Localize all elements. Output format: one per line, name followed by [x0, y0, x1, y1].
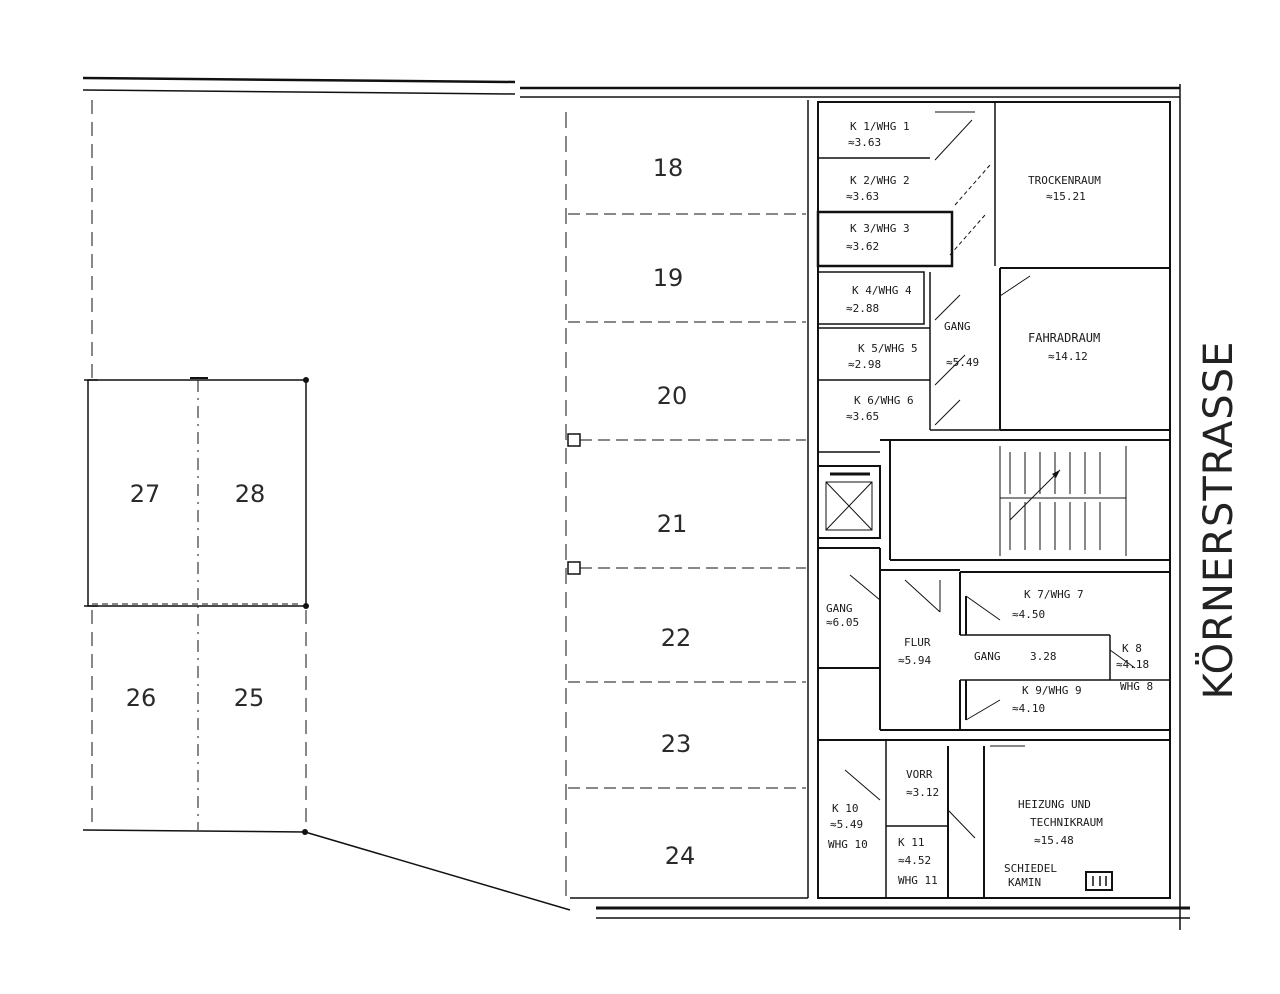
site-boundary [82, 76, 1190, 930]
room-area-gang-upper: ≈5.49 [946, 356, 979, 369]
room-area-gang-middle: 3.28 [1030, 650, 1057, 663]
room-whg-k11: WHG 11 [898, 874, 938, 887]
room-area-k7: ≈4.50 [1012, 608, 1045, 621]
room-area-k10: ≈5.49 [830, 818, 863, 831]
room-label-k1: K 1/WHG 1 [850, 120, 910, 133]
room-label-trockenraum: TROCKENRAUM [1028, 174, 1101, 187]
room-area-heizung: ≈15.48 [1034, 834, 1074, 847]
parking-number-21: 21 [657, 510, 688, 538]
street-name: KÖRNERSTRASSE [1194, 341, 1242, 700]
room-label-heizung-line1: HEIZUNG UND [1018, 798, 1091, 811]
room-area-k2: ≈3.63 [846, 190, 879, 203]
parking-number-26: 26 [126, 684, 157, 712]
room-area-k3: ≈3.62 [846, 240, 879, 253]
room-label-heizung-line2: TECHNIKRAUM [1030, 816, 1103, 829]
parking-number-24: 24 [665, 842, 696, 870]
room-label-k2: K 2/WHG 2 [850, 174, 910, 187]
parking-number-22: 22 [661, 624, 692, 652]
room-area-fahrradraum: ≈14.12 [1048, 350, 1088, 363]
room-label-k8: K 8 [1122, 642, 1142, 655]
room-label-fahrradraum: FAHRADRAUM [1028, 331, 1100, 345]
room-area-k4: ≈2.88 [846, 302, 879, 315]
room-label-k5: K 5/WHG 5 [858, 342, 918, 355]
room-area-k6: ≈3.65 [846, 410, 879, 423]
room-area-k8: ≈4.18 [1116, 658, 1149, 671]
room-label-k7: K 7/WHG 7 [1024, 588, 1084, 601]
room-area-vorr: ≈3.12 [906, 786, 939, 799]
room-label-gang-left: GANG [826, 602, 853, 615]
room-area-k11: ≈4.52 [898, 854, 931, 867]
room-whg-k10: WHG 10 [828, 838, 868, 851]
staircase [999, 446, 1127, 556]
room-label-k6: K 6/WHG 6 [854, 394, 914, 407]
room-label-k10: K 10 [832, 802, 859, 815]
highlighted-storage-room [817, 271, 925, 325]
parking-number-23: 23 [661, 730, 692, 758]
room-label-flur: FLUR [904, 636, 931, 649]
room-label-gang-middle: GANG [974, 650, 1001, 663]
room-area-k1: ≈3.63 [848, 136, 881, 149]
parking-number-20: 20 [657, 382, 688, 410]
building-walls [816, 101, 1171, 899]
room-label-k11: K 11 [898, 836, 925, 849]
label-schiedel: SCHIEDEL [1004, 862, 1057, 875]
parking-number-18: 18 [653, 154, 684, 182]
chimney-symbol [1085, 871, 1113, 891]
room-label-vorr: VORR [906, 768, 933, 781]
room-area-trockenraum: ≈15.21 [1046, 190, 1086, 203]
room-area-k5: ≈2.98 [848, 358, 881, 371]
room-area-flur: ≈5.94 [898, 654, 931, 667]
room-area-k9: ≈4.10 [1012, 702, 1045, 715]
room-label-gang-upper: GANG [944, 320, 971, 333]
room-label-k4: K 4/WHG 4 [852, 284, 912, 297]
parking-number-27: 27 [130, 480, 161, 508]
left-parking-area [84, 100, 309, 830]
label-kamin: KAMIN [1008, 876, 1041, 889]
room-area-gang-left: ≈6.05 [826, 616, 859, 629]
room-whg-k8: WHG 8 [1120, 680, 1153, 693]
parking-number-28: 28 [235, 480, 266, 508]
room-label-k9: K 9/WHG 9 [1022, 684, 1082, 697]
right-parking-strip [565, 100, 809, 900]
parking-number-25: 25 [234, 684, 265, 712]
room-label-k3: K 3/WHG 3 [850, 222, 910, 235]
elevator-shaft [817, 465, 881, 539]
parking-number-19: 19 [653, 264, 684, 292]
